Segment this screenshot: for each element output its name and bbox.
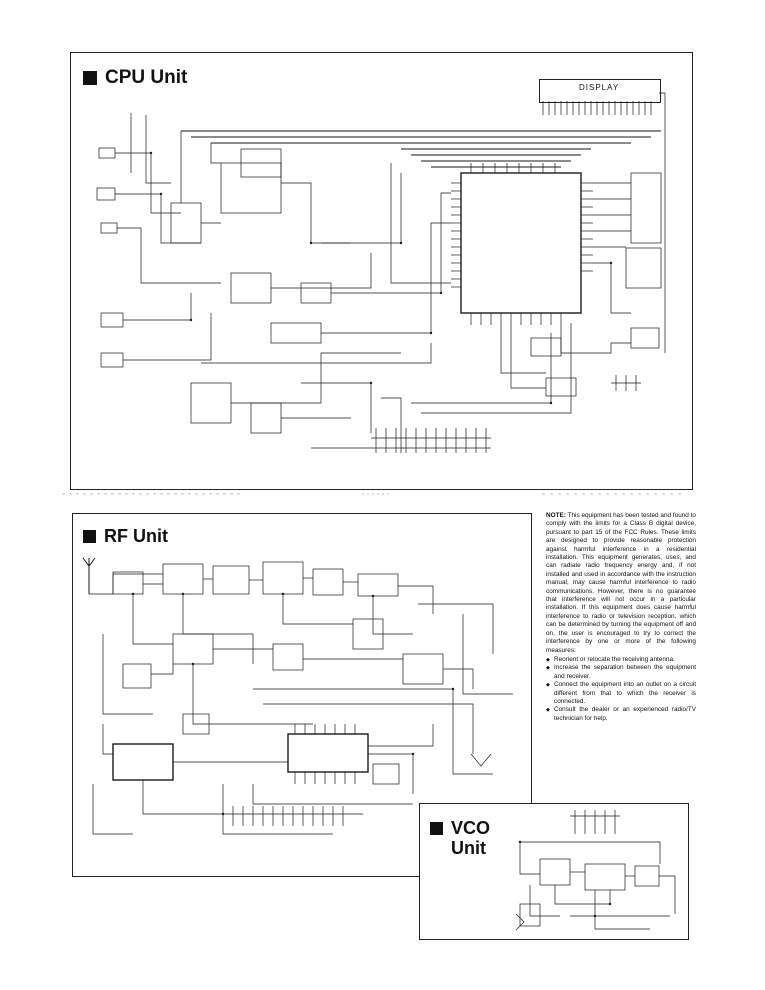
cpu-left-circuit	[96, 113, 401, 434]
rf-lower-circuit	[92, 713, 493, 835]
cpu-unit-title: CPU Unit	[83, 67, 187, 89]
vco-circuit	[515, 841, 676, 931]
filled-square-icon	[83, 71, 97, 85]
cpu-junctions	[149, 151, 613, 405]
cpu-schematic	[96, 92, 666, 453]
cpu-ic-pins	[451, 163, 593, 325]
vco-schematic	[515, 810, 676, 931]
vco-junctions	[518, 840, 612, 918]
cpu-top-bus	[181, 130, 661, 168]
rf-unit-title-text: RF Unit	[104, 526, 168, 546]
rf-if-ic-pins	[294, 724, 356, 784]
note-measure-item: Connect the equipment into an outlet on …	[546, 681, 696, 706]
filled-square-icon	[430, 822, 443, 835]
display-connector-pins	[542, 92, 666, 353]
vco-unit-panel: VCO Unit	[419, 803, 689, 940]
note-body: NOTE: This equipment has been tested and…	[546, 512, 696, 654]
rf-unit-title: RF Unit	[83, 526, 168, 547]
note-measure-item: Increase the separation between the equi…	[546, 664, 696, 681]
cpu-main-ic	[460, 172, 582, 314]
note-lead: NOTE:	[546, 512, 566, 519]
vco-title-line2: Unit	[451, 838, 486, 858]
rf-audio-ic	[112, 743, 174, 781]
antenna-symbol	[82, 557, 96, 594]
cpu-bottom-connector	[371, 428, 491, 453]
rf-if-ic	[287, 733, 369, 773]
scan-artifact	[62, 493, 682, 495]
cpu-unit-panel: CPU Unit DISPLAY	[70, 52, 693, 490]
rf-junctions	[131, 592, 455, 816]
note-measure-item: Consult the dealer or an experienced rad…	[546, 706, 696, 723]
note-measures-list: Reorient or relocate the receiving anten…	[546, 656, 696, 723]
rf-bottom-connector	[223, 806, 363, 826]
display-module	[539, 79, 661, 103]
note-measure-item: Reorient or relocate the receiving anten…	[546, 656, 696, 665]
cpu-unit-title-text: CPU Unit	[105, 67, 188, 88]
vco-title-line1: VCO	[451, 818, 491, 838]
fcc-compliance-note: NOTE: This equipment has been tested and…	[546, 512, 696, 723]
rf-schematic	[82, 557, 513, 835]
rf-top-chain	[89, 561, 513, 695]
rf-mid-stage	[102, 618, 474, 754]
filled-square-icon	[83, 530, 96, 543]
note-text: This equipment has been tested and found…	[546, 512, 696, 654]
display-label: DISPLAY	[579, 83, 620, 92]
cpu-right-circuit	[500, 172, 662, 397]
vco-unit-title: VCO Unit	[430, 818, 490, 858]
vco-top-connector	[570, 810, 620, 834]
